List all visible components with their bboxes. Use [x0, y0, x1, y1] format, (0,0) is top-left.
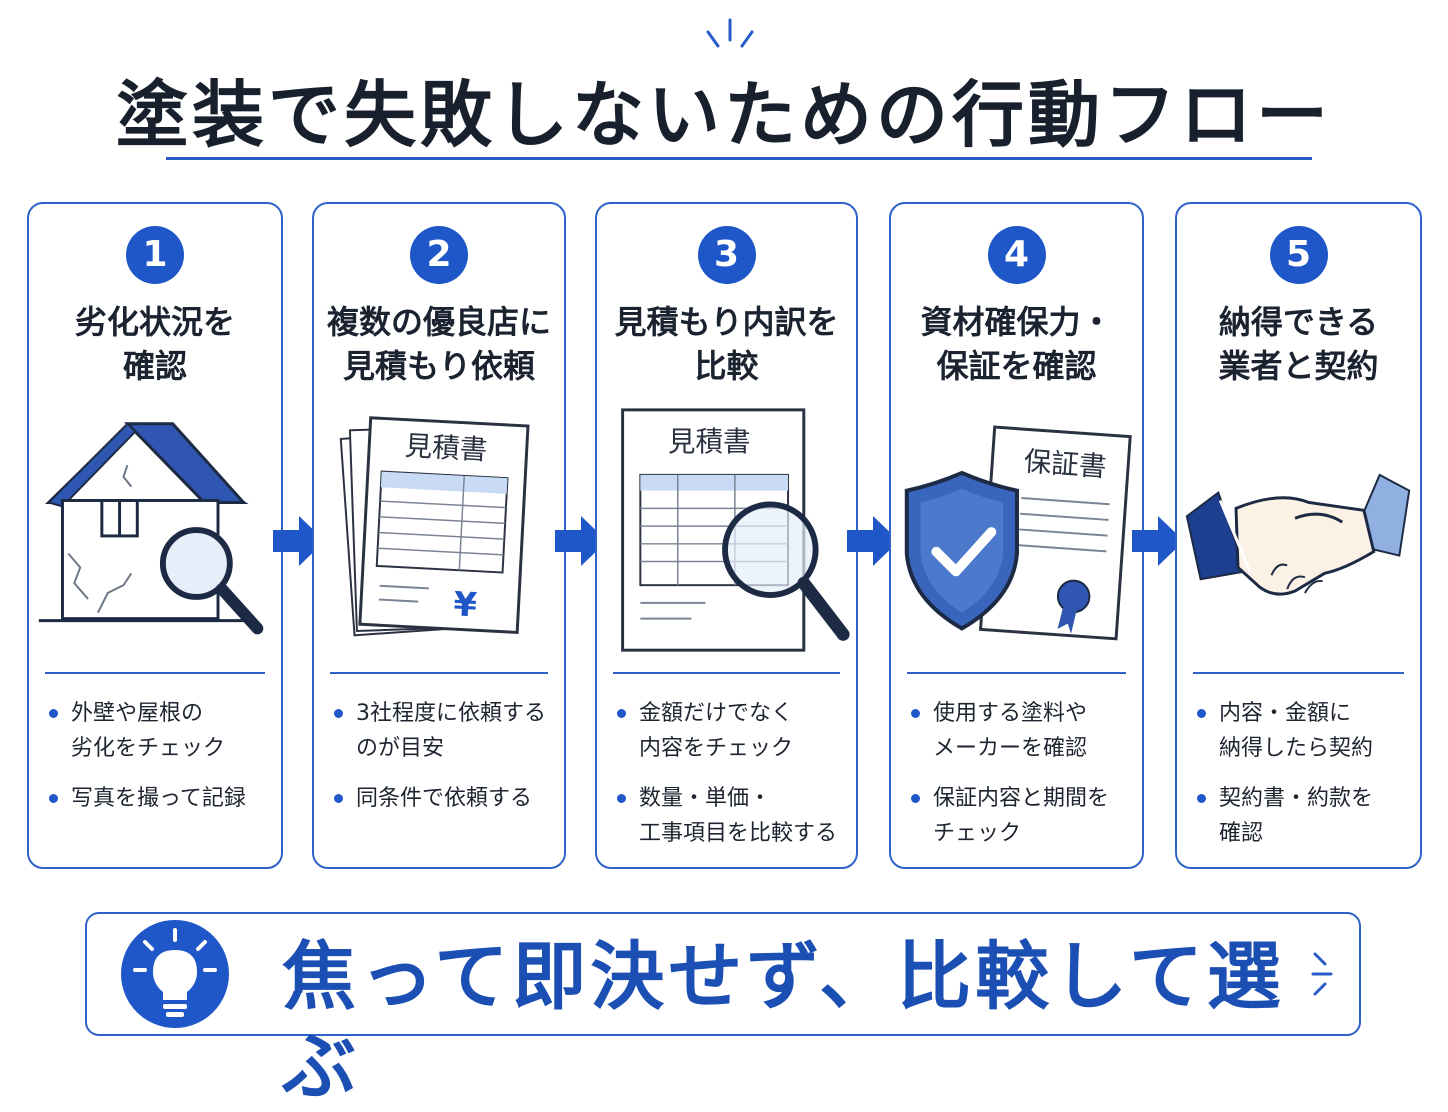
shield-certificate-icon: 保証書 — [904, 425, 1132, 641]
bullet-item: 数量・単価・ 工事項目を比較する — [613, 781, 850, 851]
step-card-4: 4 資材確保力・ 保証を確認 保証書 使用する塗料や メーカーを確認 保証内容と… — [889, 202, 1144, 869]
step-bullet-list: 使用する塗料や メーカーを確認 保証内容と期間を チェック — [907, 696, 1136, 866]
step-card-3: 3 見積もり内訳を 比較 見積書 金額だけでなく 内容をチェック 数量・単価・ … — [595, 202, 858, 869]
page-title: 塗装で失敗しないための行動フロー — [115, 73, 1332, 157]
bullet-item: 同条件で依頼する — [330, 781, 558, 816]
estimate-magnifier-icon: 見積書 — [621, 408, 850, 652]
card-divider — [45, 672, 265, 674]
step-number-badge: 5 — [1269, 226, 1328, 284]
step-title: 資材確保力・ 保証を確認 — [920, 303, 1113, 385]
step-bullet-list: 内容・金額に 納得したら契約 契約書・約款を 確認 — [1193, 696, 1414, 866]
estimate-documents-icon: 見積書 ¥ — [339, 416, 530, 637]
doc-label: 見積書 — [404, 430, 488, 466]
step-bullet-list: 3社程度に依頼する のが目安 同条件で依頼する — [330, 696, 558, 831]
step-number-badge: 3 — [697, 226, 756, 284]
step-title: 納得できる 業者と契約 — [1218, 303, 1379, 385]
card-divider — [1193, 672, 1404, 674]
bullet-item: 契約書・約款を 確認 — [1193, 781, 1414, 851]
step-title: 劣化状況を 確認 — [74, 303, 235, 385]
sparkle-icon — [1311, 952, 1333, 996]
bullet-item: 保証内容と期間を チェック — [907, 781, 1136, 851]
lightbulb-icon — [121, 920, 229, 1028]
bullet-item: 使用する塗料や メーカーを確認 — [907, 696, 1136, 766]
arrow-right-icon — [555, 516, 607, 566]
title-underline — [166, 157, 1312, 160]
bullet-item: 内容・金額に 納得したら契約 — [1193, 696, 1414, 766]
step-bullet-list: 外壁や屋根の 劣化をチェック 写真を撮って記録 — [45, 696, 275, 831]
bullet-item: 外壁や屋根の 劣化をチェック — [45, 696, 275, 766]
bullet-item: 写真を撮って記録 — [45, 781, 275, 816]
doc-label: 保証書 — [1023, 446, 1108, 484]
card-divider — [907, 672, 1126, 674]
card-divider — [613, 672, 840, 674]
step-card-2: 2 複数の優良店に 見積もり依頼 見積書 ¥ 3社程度に依頼する のが目安 同条… — [312, 202, 566, 869]
sparkle-icon — [706, 18, 754, 48]
step-number-badge: 2 — [410, 226, 468, 284]
key-message-banner: 焦って即決せず、比較して選ぶ — [85, 912, 1361, 1110]
step-number-badge: 4 — [987, 226, 1046, 284]
yen-symbol: ¥ — [453, 584, 478, 624]
handshake-icon — [1185, 473, 1411, 596]
step-card-5: 5 納得できる 業者と契約 内容・金額に 納得したら契約 契約書・約款を 確認 — [1175, 202, 1422, 869]
house-crack-magnifier-icon — [38, 422, 264, 635]
banner-message: 焦って即決せず、比較して選ぶ — [282, 934, 1285, 1110]
card-divider — [330, 672, 548, 674]
arrow-right-icon — [847, 516, 899, 566]
step-bullet-list: 金額だけでなく 内容をチェック 数量・単価・ 工事項目を比較する — [613, 696, 850, 866]
step-title: 複数の優良店に 見積もり依頼 — [326, 303, 551, 385]
step-number-badge: 1 — [126, 226, 184, 284]
arrow-right-icon — [1132, 516, 1184, 566]
bullet-item: 金額だけでなく 内容をチェック — [613, 696, 850, 766]
doc-label: 見積書 — [668, 425, 751, 458]
step-card-1: 1 劣化状況を 確認 外壁や屋根の 劣化をチェック 写真を撮って記録 — [27, 202, 283, 869]
bullet-item: 3社程度に依頼する のが目安 — [330, 696, 558, 766]
step-title: 見積もり内訳を 比較 — [614, 303, 839, 385]
